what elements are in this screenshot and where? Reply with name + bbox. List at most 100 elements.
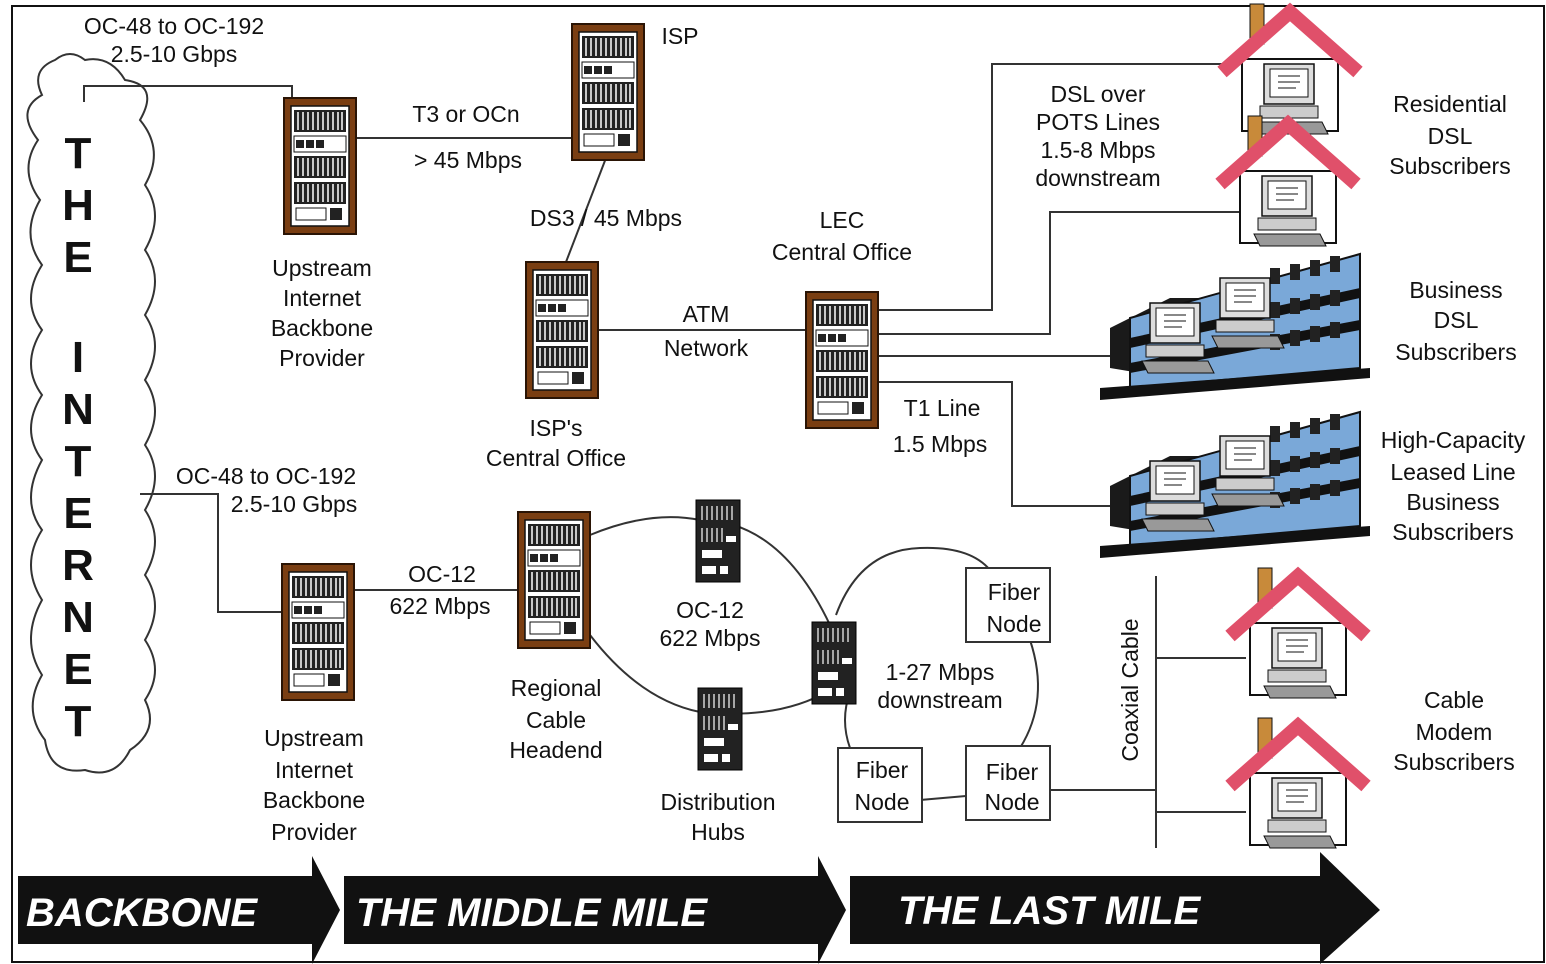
fiber-node-label: Fiber bbox=[856, 757, 909, 783]
high-capacity-label: Business bbox=[1406, 489, 1499, 515]
upstream-bottom-label: Upstream bbox=[264, 725, 364, 751]
regional-headend-rack bbox=[517, 511, 591, 649]
upstream-bottom-label: Internet bbox=[275, 757, 354, 783]
fiber-node-label: Node bbox=[855, 789, 910, 815]
hub-top bbox=[695, 499, 741, 583]
downstream-label: 1-27 Mbps bbox=[886, 659, 995, 685]
t3-speed: > 45 Mbps bbox=[414, 147, 522, 173]
distribution-label: Distribution bbox=[660, 789, 775, 815]
last-mile-arrow bbox=[850, 852, 1380, 964]
oc12-label: OC-12 bbox=[676, 597, 744, 623]
residential-label: DSL bbox=[1428, 123, 1473, 149]
upstream-top-label: Upstream bbox=[272, 255, 372, 281]
internet-letter: T bbox=[65, 129, 92, 178]
cable-house-1 bbox=[1230, 568, 1366, 698]
last-mile-arrow-label: THE LAST MILE bbox=[898, 889, 1202, 933]
regional-label: Headend bbox=[509, 737, 602, 763]
upstream-bottom-label: Backbone bbox=[263, 787, 365, 813]
fiber-node-label: Node bbox=[985, 789, 1040, 815]
dsl-over-label: downstream bbox=[1035, 165, 1160, 191]
isp-central-office-rack bbox=[525, 261, 599, 399]
upstream-bottom-rack bbox=[281, 563, 355, 701]
business-label: Subscribers bbox=[1395, 339, 1516, 365]
internet-letter: T bbox=[65, 697, 92, 746]
segment-arrows: BACKBONE THE MIDDLE MILE THE LAST MILE bbox=[18, 852, 1380, 964]
dsl-over-label: POTS Lines bbox=[1036, 109, 1160, 135]
oc12-speed: 622 Mbps bbox=[659, 625, 760, 651]
isp-label: ISP bbox=[661, 23, 698, 49]
high-capacity-label: Leased Line bbox=[1390, 459, 1515, 485]
business-label: Business bbox=[1409, 277, 1502, 303]
top-link-speed: OC-48 to OC-192 bbox=[84, 13, 264, 39]
business-building bbox=[1100, 254, 1370, 400]
internet-letter: E bbox=[63, 489, 92, 538]
ds3-label: DS3 / 45 Mbps bbox=[530, 205, 682, 231]
upstream-top-rack bbox=[283, 97, 357, 235]
hub-right bbox=[811, 621, 857, 705]
backbone-arrow-label: BACKBONE bbox=[26, 891, 258, 935]
fiber-node-box bbox=[965, 745, 1051, 821]
hub-bottom bbox=[697, 687, 743, 771]
isp-co-label: ISP's bbox=[530, 415, 583, 441]
internet-letter: H bbox=[62, 181, 94, 230]
residential-house-2 bbox=[1220, 116, 1356, 246]
wires bbox=[83, 63, 1246, 848]
isp-rack bbox=[571, 23, 645, 161]
cloud-outline bbox=[26, 53, 156, 774]
atm-label: Network bbox=[664, 335, 749, 361]
upstream-top-label: Backbone bbox=[271, 315, 373, 341]
high-capacity-label: Subscribers bbox=[1392, 519, 1513, 545]
cable-modem-label: Modem bbox=[1416, 719, 1493, 745]
fiber-node-label: Fiber bbox=[986, 759, 1039, 785]
internet-letter: E bbox=[63, 645, 92, 694]
cable-modem-label: Subscribers bbox=[1393, 749, 1514, 775]
isp-co-label: Central Office bbox=[486, 445, 626, 471]
bottom-link-speed: OC-48 to OC-192 bbox=[176, 463, 356, 489]
residential-label: Subscribers bbox=[1389, 153, 1510, 179]
oc12-speed: 622 Mbps bbox=[389, 593, 490, 619]
internet-letter: R bbox=[62, 541, 94, 590]
cable-modem-label: Cable bbox=[1424, 687, 1484, 713]
t1-speed: 1.5 Mbps bbox=[893, 431, 988, 457]
internet-letter: T bbox=[65, 437, 92, 486]
distribution-label: Hubs bbox=[691, 819, 745, 845]
internet-letter: N bbox=[62, 385, 94, 434]
dsl-over-label: 1.5-8 Mbps bbox=[1040, 137, 1155, 163]
fiber-node-box bbox=[837, 747, 923, 823]
dsl-over-label: DSL over bbox=[1050, 81, 1145, 107]
regional-label: Regional bbox=[511, 675, 602, 701]
middle-mile-arrow-label: THE MIDDLE MILE bbox=[356, 891, 708, 935]
internet-cloud: T H E I N T E R N E T bbox=[26, 53, 156, 774]
internet-letter: E bbox=[63, 233, 92, 282]
cable-house-2 bbox=[1230, 718, 1366, 848]
upstream-top-label: Provider bbox=[279, 345, 365, 371]
business-label: DSL bbox=[1434, 307, 1479, 333]
frame bbox=[11, 5, 1545, 963]
downstream-label: downstream bbox=[877, 687, 1002, 713]
bottom-link-speed: 2.5-10 Gbps bbox=[231, 491, 358, 517]
residential-label: Residential bbox=[1393, 91, 1507, 117]
residential-house-1 bbox=[1222, 4, 1358, 134]
upstream-bottom-label: Provider bbox=[271, 819, 357, 845]
internet-letter: N bbox=[62, 593, 94, 642]
coax-label: Coaxial Cable bbox=[1117, 618, 1143, 761]
atm-label: ATM bbox=[683, 301, 730, 327]
fiber-node-label: Fiber bbox=[988, 579, 1041, 605]
oc12-label: OC-12 bbox=[408, 561, 476, 587]
backbone-arrow bbox=[18, 856, 340, 964]
high-capacity-label: High-Capacity bbox=[1381, 427, 1526, 453]
internet-letter: I bbox=[72, 333, 84, 382]
lec-rack bbox=[805, 291, 879, 429]
fiber-node-label: Node bbox=[987, 611, 1042, 637]
middle-mile-arrow bbox=[344, 856, 846, 964]
high-capacity-building bbox=[1100, 412, 1370, 558]
lec-label: Central Office bbox=[772, 239, 912, 265]
fiber-node-box bbox=[965, 567, 1051, 643]
t3-label: T3 or OCn bbox=[412, 101, 519, 127]
regional-label: Cable bbox=[526, 707, 586, 733]
top-link-speed: 2.5-10 Gbps bbox=[111, 41, 238, 67]
t1-label: T1 Line bbox=[904, 395, 981, 421]
lec-label: LEC bbox=[820, 207, 865, 233]
upstream-top-label: Internet bbox=[283, 285, 362, 311]
